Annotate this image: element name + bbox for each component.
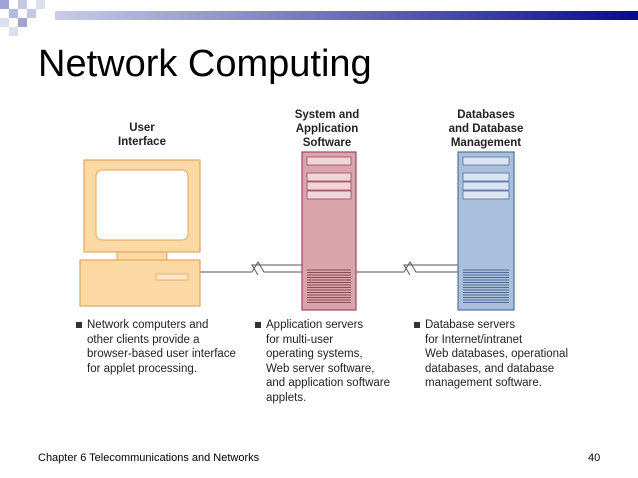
bullet-text: Database servers for Internet/intranet W… [425, 319, 568, 389]
column-label-line: Application [296, 123, 359, 135]
desktop-computer-icon [79, 159, 201, 307]
column-label-line: Databases [457, 109, 515, 121]
network-link-icon [403, 264, 458, 276]
network-diagram: User Interface System and Application So… [79, 109, 524, 311]
header-checker-squares [0, 0, 45, 36]
network-link-icon [356, 261, 458, 273]
database-server-icon [457, 151, 515, 311]
column-label-line: and Database [449, 123, 524, 135]
column-label-database-management: Databases and Database Management [449, 109, 524, 149]
header-decoration [0, 0, 638, 36]
page-number: 40 [588, 452, 601, 464]
bullet-application-software: Application servers for multi-user opera… [255, 318, 390, 405]
header-gradient-bar [55, 11, 638, 20]
network-link-icon [200, 261, 302, 273]
slide-footer: Chapter 6 Telecommunications and Network… [38, 452, 260, 464]
column-label-line: Software [303, 137, 352, 149]
column-label-application-software: System and Application Software [295, 109, 360, 149]
server-tower-icon [301, 151, 357, 311]
bullet-square-icon [255, 322, 261, 328]
bullet-square-icon [414, 322, 420, 328]
bullet-square-icon [76, 322, 82, 328]
column-label-line: Management [451, 137, 521, 149]
column-label-user-interface: User Interface [118, 122, 166, 148]
column-label-line: System and [295, 109, 360, 121]
slide-title: Network Computing [38, 43, 372, 85]
bullet-text: Network computers and other clients prov… [87, 319, 236, 375]
column-label-line: Interface [118, 136, 166, 148]
network-link-icon [251, 264, 302, 276]
bullet-text: Application servers for multi-user opera… [266, 319, 391, 404]
column-label-line: User [129, 122, 155, 134]
bullet-database-management: Database servers for Internet/intranet W… [414, 318, 568, 391]
bullet-user-interface: Network computers and other clients prov… [76, 318, 236, 376]
